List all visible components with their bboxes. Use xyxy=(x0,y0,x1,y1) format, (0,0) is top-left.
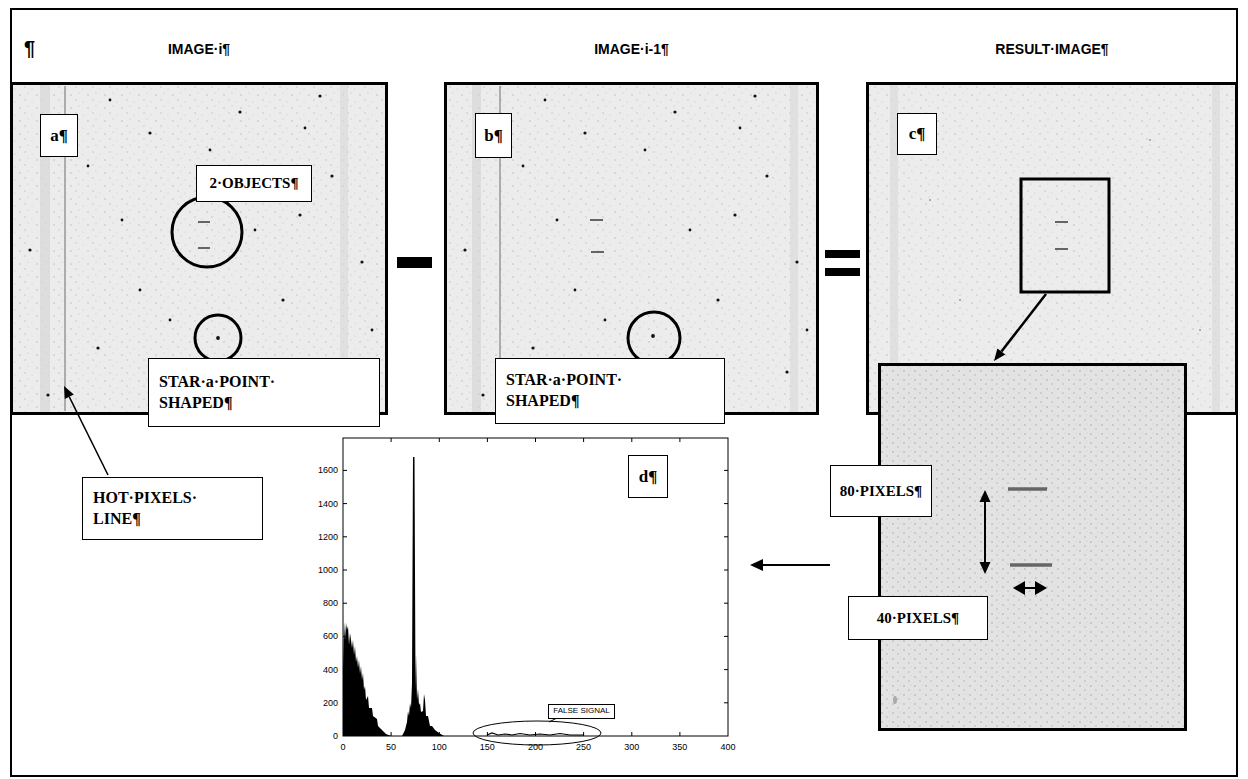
y-tick-label: 200 xyxy=(296,697,338,709)
zoom-inset xyxy=(880,365,1186,730)
label-holder: ¶ xyxy=(24,36,54,60)
dimension-box: 80·PIXELS¶ xyxy=(830,465,932,517)
y-tick-label: 1400 xyxy=(296,498,338,510)
x-tick-label: 350 xyxy=(660,741,700,753)
star-dots xyxy=(28,94,1201,399)
corner-mark: ¶ xyxy=(24,36,54,60)
label-holder: 0 xyxy=(323,741,363,753)
outer-frame xyxy=(11,9,1237,776)
label-holder: 350 xyxy=(660,741,700,753)
callout-box: STAR·a·POINT· SHAPED¶ xyxy=(495,358,725,424)
callout-text: 2·OBJECTS¶ xyxy=(210,175,299,192)
y-tick-label: 600 xyxy=(296,630,338,642)
label-holder: 1000 xyxy=(296,564,338,576)
panel-tag: d¶ xyxy=(628,455,668,498)
label-holder: 1400 xyxy=(296,498,338,510)
label-holder: 50 xyxy=(371,741,411,753)
moving-objects xyxy=(198,220,1068,252)
y-tick-label: 400 xyxy=(296,664,338,676)
label-holder: 800 xyxy=(296,597,338,609)
dimension-text: 80·PIXELS¶ xyxy=(840,483,922,500)
x-tick-label: 50 xyxy=(371,741,411,753)
label-holder: 200 xyxy=(296,697,338,709)
y-tick-label: 800 xyxy=(296,597,338,609)
panel-tag: a¶ xyxy=(40,114,78,157)
histogram-chart xyxy=(343,438,728,745)
label-holder: 0 xyxy=(296,730,338,742)
x-tick-label: 150 xyxy=(467,741,507,753)
y-tick-label: 0 xyxy=(296,730,338,742)
dimension-text: 40·PIXELS¶ xyxy=(877,610,959,627)
zoom-region xyxy=(1021,179,1109,292)
x-tick-label: 400 xyxy=(708,741,748,753)
x-tick-label: 300 xyxy=(612,741,652,753)
chart-annotation: FALSE SIGNAL xyxy=(548,704,615,719)
label-holder: 400 xyxy=(296,664,338,676)
label-holder: 100 xyxy=(419,741,459,753)
annotation-text: FALSE SIGNAL xyxy=(553,707,609,716)
dimension-arrows xyxy=(980,490,1048,595)
panel-tag: b¶ xyxy=(475,113,512,158)
label-holder: 600 xyxy=(296,630,338,642)
y-tick-label: 1000 xyxy=(296,564,338,576)
hot-pixels-leader xyxy=(64,386,108,475)
tag-label: b¶ xyxy=(484,126,503,146)
tag-label: d¶ xyxy=(639,467,658,487)
to-histogram-arrow xyxy=(750,559,830,571)
x-tick-label: 200 xyxy=(516,741,556,753)
tag-label: a¶ xyxy=(50,126,68,146)
panel-heading: IMAGE·i¶ xyxy=(13,39,385,59)
callout-text: STAR·a·POINT· SHAPED¶ xyxy=(506,370,622,412)
label-holder: 400 xyxy=(708,741,748,753)
label-holder: 1600 xyxy=(296,464,338,476)
label-holder: 1200 xyxy=(296,531,338,543)
label-holder: 200 xyxy=(516,741,556,753)
callout-box: 2·OBJECTS¶ xyxy=(196,165,312,202)
image-panel: RESULT·IMAGE¶c¶ xyxy=(866,82,1238,415)
tag-label: c¶ xyxy=(909,124,926,144)
x-tick-label: 100 xyxy=(419,741,459,753)
panel-tag: c¶ xyxy=(897,113,937,155)
callout-text: STAR·a·POINT· SHAPED¶ xyxy=(159,372,275,414)
panel-heading: IMAGE·i-1¶ xyxy=(447,39,816,59)
panel-heading: RESULT·IMAGE¶ xyxy=(869,39,1235,59)
label-holder: 150 xyxy=(467,741,507,753)
x-tick-label: 0 xyxy=(323,741,363,753)
x-tick-label: 250 xyxy=(564,741,604,753)
zoom-arrow xyxy=(994,294,1046,361)
dimension-box: 40·PIXELS¶ xyxy=(848,596,988,640)
highlight-circles xyxy=(172,197,680,364)
callout-box: STAR·a·POINT· SHAPED¶ xyxy=(148,358,380,427)
callout-text: HOT·PIXELS· LINE¶ xyxy=(93,488,197,530)
y-tick-label: 1600 xyxy=(296,464,338,476)
y-tick-label: 1200 xyxy=(296,531,338,543)
operator-signs xyxy=(397,250,860,276)
label-holder: 300 xyxy=(612,741,652,753)
label-holder: 250 xyxy=(564,741,604,753)
callout-box: HOT·PIXELS· LINE¶ xyxy=(82,477,263,540)
